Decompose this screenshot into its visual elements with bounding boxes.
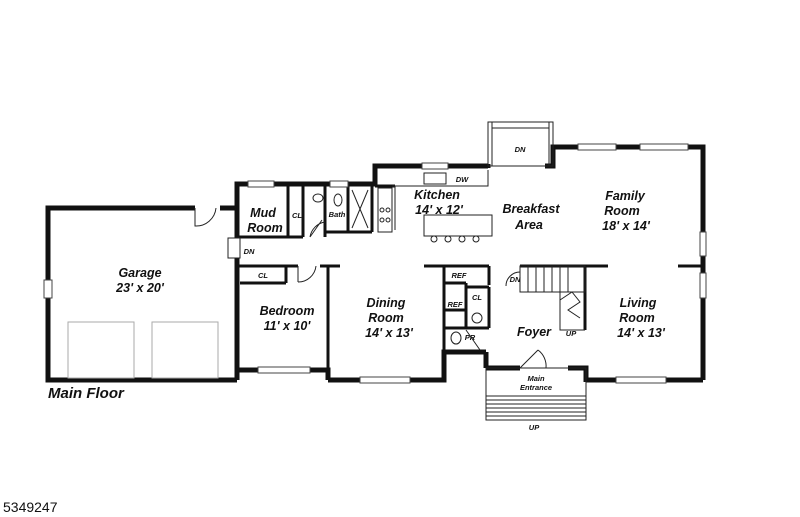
front-stoop	[485, 367, 587, 421]
bath-label: Bath	[329, 210, 346, 219]
rear-deck	[487, 121, 554, 167]
bath-sink-icon	[312, 193, 324, 203]
mud-room-line2: Room	[247, 221, 282, 235]
breakfast-line2: Area	[514, 218, 543, 232]
stair-up-label: UP	[566, 329, 577, 338]
garage-doors	[67, 321, 219, 379]
windows	[43, 143, 707, 384]
kitchen-sink-icon	[423, 172, 447, 185]
interior-stair	[519, 265, 586, 331]
mud-room-line1: Mud	[250, 206, 276, 220]
main-entrance-line1: Main	[527, 374, 545, 383]
main-entrance-line2: Entrance	[520, 383, 552, 392]
living-line2: Room	[619, 311, 654, 325]
plan-title: Main Floor	[48, 385, 125, 402]
fixtures	[312, 172, 483, 345]
garage-dn-label: DN	[244, 247, 255, 256]
deck-dn-label: DN	[515, 145, 526, 154]
counters	[377, 170, 493, 237]
ref-label-side: REF	[448, 300, 463, 309]
family-line2: Room	[604, 204, 639, 218]
garage-name: Garage	[118, 266, 161, 280]
family-line1: Family	[605, 189, 646, 203]
ref-label-top: REF	[452, 271, 467, 280]
listing-number: 5349247	[3, 499, 58, 515]
breakfast-line1: Breakfast	[503, 202, 561, 216]
interior-walls	[235, 184, 703, 370]
garage-size: 23' x 20'	[115, 281, 165, 295]
living-line1: Living	[620, 296, 657, 310]
toilet-icon	[333, 193, 343, 207]
bedroom-size: 11' x 10'	[264, 319, 312, 333]
pr-sink-icon	[471, 312, 483, 324]
bedroom-name: Bedroom	[260, 304, 315, 318]
kitchen-name: Kitchen	[414, 188, 460, 202]
door-swings	[194, 207, 547, 369]
family-size: 18' x 14'	[602, 219, 651, 233]
entry-up-label: UP	[529, 423, 540, 432]
foyer-name: Foyer	[517, 325, 552, 339]
dining-size: 14' x 13'	[365, 326, 414, 340]
living-size: 14' x 13'	[617, 326, 666, 340]
dining-line2: Room	[368, 311, 403, 325]
pr-toilet-icon	[450, 331, 462, 345]
powder-room-label: PR	[465, 333, 476, 342]
dining-line1: Dining	[367, 296, 406, 310]
closet-label-mud: CL	[292, 211, 302, 220]
closet-label-foyer: CL	[472, 293, 482, 302]
stair-dn-label: DN	[510, 275, 521, 284]
closet-label-bedroom: CL	[258, 271, 268, 280]
dishwasher-label: DW	[456, 175, 469, 184]
kitchen-size: 14' x 12'	[415, 203, 464, 217]
